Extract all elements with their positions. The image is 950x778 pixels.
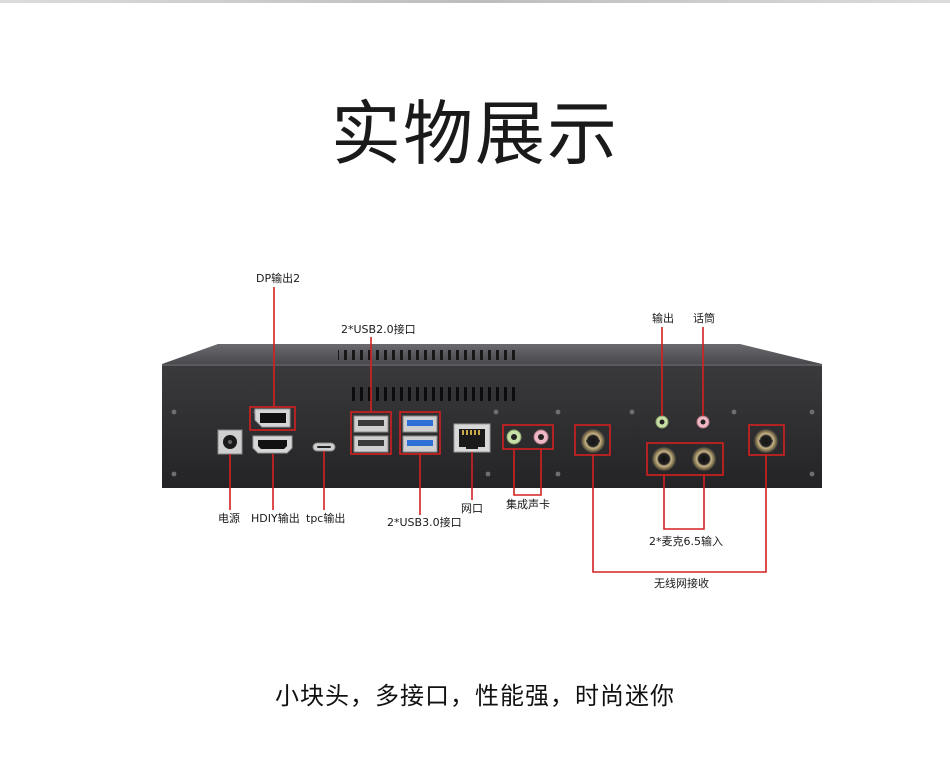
label-usb2: 2*USB2.0接口 (341, 323, 416, 336)
hdmi-port-icon (252, 435, 293, 454)
label-mic65: 2*麦克6.5输入 (649, 534, 723, 548)
top-divider (0, 0, 950, 3)
usb-c-port-icon (312, 442, 336, 452)
usb3-ports-icon (402, 415, 438, 453)
audio-jacks-icon (506, 429, 549, 445)
usb2-ports-icon (353, 415, 389, 453)
label-dp: DP输出2 (256, 271, 300, 285)
label-audio: 集成声卡 (506, 497, 550, 511)
label-lan: 网口 (461, 502, 483, 515)
page-title: 实物展示 (331, 93, 619, 175)
rear-vents (350, 387, 518, 401)
ethernet-port-icon (453, 423, 491, 453)
front-audio-jacks-icon (655, 415, 710, 429)
label-wireless: 无线网接收 (654, 576, 709, 590)
tagline: 小块头，多接口，性能强，时尚迷你 (275, 682, 675, 710)
case-top (162, 344, 822, 364)
label-hdmi: HDIY输出 (251, 511, 300, 525)
antenna-connectors-icon (581, 429, 778, 453)
label-output: 输出 (652, 311, 674, 325)
power-port-icon (217, 429, 243, 455)
label-usb3: 2*USB3.0接口 (387, 516, 462, 529)
mic-6-5-inputs-icon (652, 447, 716, 471)
displayport-icon (254, 408, 291, 428)
callout-lines (229, 287, 785, 573)
label-power: 电源 (218, 511, 240, 525)
label-mic-jack: 话筒 (693, 311, 715, 325)
label-tpc: tpc输出 (306, 511, 345, 525)
